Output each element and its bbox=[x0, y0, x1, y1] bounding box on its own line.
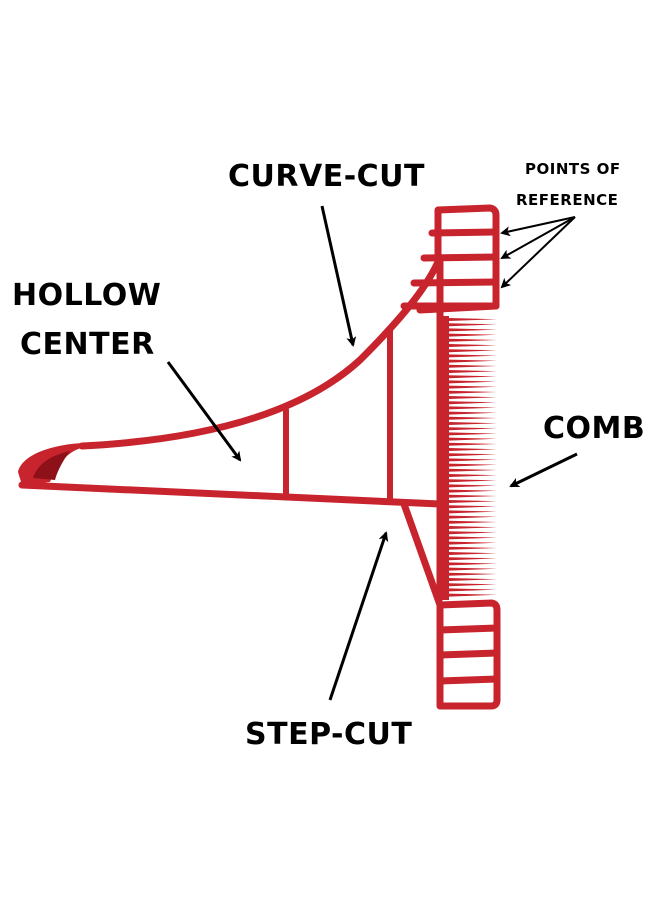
comb-tooth bbox=[449, 500, 497, 503]
comb-tooth bbox=[449, 390, 497, 394]
comb-tooth bbox=[449, 344, 497, 347]
comb-tooth bbox=[449, 567, 497, 571]
comb-tooth bbox=[449, 588, 497, 592]
comb-tooth bbox=[449, 422, 497, 425]
reference-slot bbox=[436, 624, 501, 634]
hollow-center-label-line2: CENTER bbox=[20, 327, 155, 362]
comb-tooth bbox=[449, 442, 497, 446]
comb-tooth bbox=[449, 427, 497, 431]
comb-tooth bbox=[449, 578, 497, 581]
comb-tooth bbox=[449, 396, 497, 399]
comb-tooth bbox=[449, 520, 497, 524]
comb-tooth bbox=[449, 557, 497, 561]
comb-backbone bbox=[437, 316, 449, 600]
comb-tooth bbox=[449, 401, 497, 405]
comb-tooth bbox=[449, 448, 497, 451]
comb-tooth bbox=[449, 432, 497, 436]
reference-slot bbox=[428, 228, 500, 237]
reference-slot bbox=[420, 253, 500, 262]
comb-tooth bbox=[449, 370, 497, 373]
comb-tooth bbox=[449, 536, 497, 540]
comb-tooth bbox=[449, 489, 497, 493]
comb-tooth bbox=[449, 526, 497, 529]
comb-tooth bbox=[449, 572, 497, 576]
comb-tooth bbox=[449, 484, 497, 488]
hollow-center-label-line1: HOLLOW bbox=[12, 278, 162, 313]
comb-tooth bbox=[449, 359, 497, 363]
comb-tooth bbox=[449, 364, 497, 368]
reference-slot bbox=[436, 675, 501, 685]
comb-tooth bbox=[449, 318, 497, 321]
comb-tooth bbox=[449, 416, 497, 420]
comb-tooth bbox=[449, 552, 497, 555]
points-of-reference-arrow bbox=[500, 216, 576, 237]
points-of-reference-arrow bbox=[500, 216, 576, 259]
hollow-center-arrow bbox=[166, 361, 242, 462]
points-of-reference-label-line2: REFERENCE bbox=[516, 191, 619, 209]
annotation-arrows bbox=[166, 205, 578, 701]
top-reference-head bbox=[416, 204, 500, 314]
points-of-reference-label-line1: POINTS OF bbox=[525, 160, 621, 178]
comb-tooth bbox=[449, 463, 497, 467]
step-cut-edge bbox=[400, 500, 444, 609]
comb-tooth bbox=[449, 349, 497, 353]
curve-cut-edge bbox=[78, 258, 442, 450]
comb-tooth bbox=[449, 328, 497, 332]
beard-shaping-tool bbox=[18, 204, 501, 710]
comb-tooth bbox=[449, 583, 497, 587]
reference-slot bbox=[436, 649, 501, 659]
comb-tooth bbox=[449, 505, 497, 509]
comb-tooth bbox=[449, 453, 497, 457]
comb-tooth bbox=[449, 375, 497, 379]
comb-tooth bbox=[449, 494, 497, 498]
reference-slot bbox=[410, 278, 500, 287]
comb-tooth bbox=[449, 354, 497, 358]
comb-tooth bbox=[449, 593, 497, 597]
curve-cut-arrow bbox=[320, 205, 357, 347]
comb-tooth bbox=[449, 333, 497, 337]
comb-tooth bbox=[449, 546, 497, 550]
comb-tooth bbox=[449, 338, 497, 342]
tool-tip-shadow bbox=[33, 451, 70, 480]
comb-tooth bbox=[449, 406, 497, 410]
comb-tooth bbox=[449, 437, 497, 441]
comb-tooth bbox=[449, 474, 497, 477]
comb-tooth bbox=[449, 562, 497, 566]
points-of-reference-arrow bbox=[500, 216, 576, 289]
comb-label: COMB bbox=[543, 411, 646, 446]
comb-tooth bbox=[449, 468, 497, 472]
step-cut-label: STEP-CUT bbox=[245, 717, 413, 752]
comb-arrow bbox=[509, 452, 578, 488]
comb-tooth bbox=[449, 458, 497, 462]
comb-teeth bbox=[449, 318, 497, 597]
bottom-reference-head bbox=[436, 599, 501, 710]
comb-tooth bbox=[449, 515, 497, 519]
comb-tooth bbox=[449, 411, 497, 415]
comb-tooth bbox=[449, 323, 497, 327]
comb-tooth bbox=[449, 479, 497, 483]
comb-tooth bbox=[449, 385, 497, 389]
curve-cut-label: CURVE-CUT bbox=[228, 159, 425, 194]
comb-tooth bbox=[449, 541, 497, 545]
bottom-edge bbox=[18, 481, 444, 508]
comb-tooth bbox=[449, 380, 497, 384]
step-cut-arrow bbox=[328, 531, 389, 701]
comb-tooth bbox=[449, 531, 497, 535]
comb-tooth bbox=[449, 510, 497, 514]
